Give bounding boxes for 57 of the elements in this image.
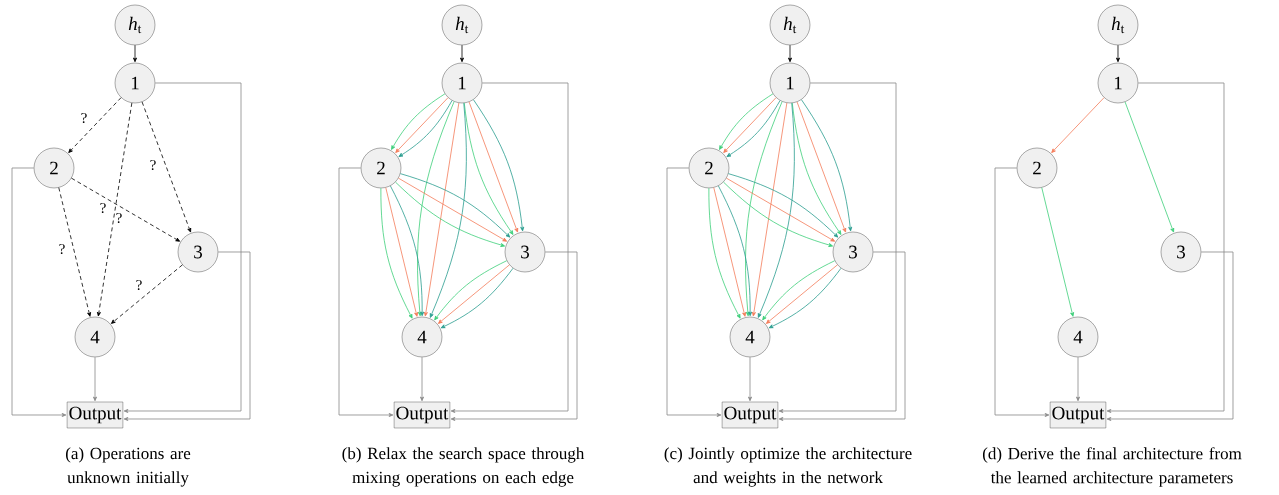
arrow	[745, 101, 783, 317]
edge-label: ?	[80, 112, 88, 124]
arrow	[994, 167, 1050, 417]
arrow	[385, 187, 419, 317]
arrow	[380, 187, 413, 319]
arrow	[133, 44, 137, 63]
arrow	[713, 187, 747, 317]
arrow	[68, 97, 122, 153]
arrow	[93, 356, 97, 402]
edge-label: ?	[135, 279, 143, 291]
arrow	[123, 251, 251, 421]
arrow	[473, 99, 525, 232]
arrow	[450, 251, 578, 421]
arrow	[141, 101, 192, 233]
arrow	[778, 82, 897, 413]
arrow	[11, 167, 67, 417]
arrow	[1051, 97, 1105, 153]
arrow	[1041, 187, 1075, 317]
edge-label: ?	[149, 159, 157, 171]
arrow	[420, 356, 424, 402]
edge-label: ?	[58, 243, 66, 255]
arrow	[748, 356, 752, 402]
arrow	[429, 102, 467, 318]
arrow	[96, 102, 133, 317]
arrow	[788, 44, 792, 63]
edge-label: ?	[99, 202, 107, 214]
arrow	[71, 177, 181, 242]
output-box: Output	[66, 401, 124, 429]
arrow	[460, 44, 464, 63]
caption: (b) Relax the search space through mixing operations on each edge	[342, 447, 585, 487]
caption: (d) Derive the final architecture from the learned architecture parameters	[982, 447, 1242, 487]
arrow	[757, 102, 795, 318]
arrow	[58, 187, 92, 317]
output-box: Output	[721, 401, 779, 429]
arrow	[1124, 101, 1175, 233]
arrow	[1116, 44, 1120, 63]
arrow	[801, 99, 853, 232]
arrow	[338, 167, 394, 417]
output-box: Output	[1049, 401, 1107, 429]
arrow	[423, 102, 460, 317]
arrow	[390, 185, 425, 317]
arrow	[708, 187, 741, 319]
arrow	[778, 251, 906, 421]
caption: (c) Jointly optimize the architecture and weights in the network	[664, 447, 912, 487]
arrow	[417, 101, 455, 317]
arrow	[450, 82, 569, 413]
caption: (a) Operations are unknown initially	[66, 447, 191, 487]
edge-label: ?	[115, 212, 123, 224]
arrow	[123, 82, 242, 413]
arrow	[751, 102, 788, 317]
arrow	[1106, 82, 1225, 413]
arrow	[1106, 251, 1234, 421]
output-box: Output	[393, 401, 451, 429]
arrow	[1076, 356, 1080, 402]
arrow	[666, 167, 722, 417]
arrow	[718, 185, 753, 317]
arrow	[111, 264, 183, 324]
